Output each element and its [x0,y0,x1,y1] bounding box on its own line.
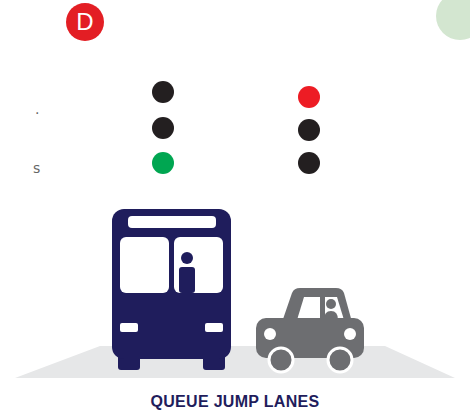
bus-signal [152,81,174,174]
car-window [325,297,344,320]
signal-lamp [298,152,320,174]
car-cabin [282,288,352,322]
road [15,346,455,378]
bus-sign [128,216,216,228]
bus-window [174,237,223,293]
bus-driver [179,267,195,293]
car-driver [326,299,336,309]
car [256,288,364,372]
bus-headlight [205,323,223,332]
car-headlight [264,328,276,340]
car-window [297,297,320,320]
bus [112,209,231,370]
signal-lamp [298,119,320,141]
signal-lamp [152,152,174,174]
signal-lamp [152,117,174,139]
car-wheel [328,348,352,372]
step-badge: D [66,3,104,41]
signal-lamp [152,81,174,103]
car-headlight [344,328,356,340]
bus-driver [181,252,193,264]
bus-headlight [120,323,138,332]
caption: QUEUE JUMP LANES [0,393,470,411]
badge-letter: D [76,10,93,34]
decor-circle [436,0,470,40]
text-fragment: . [35,101,39,117]
text-fragment: s [33,160,40,176]
bus-body [112,209,231,359]
car-signal [298,86,320,174]
car-wheel [269,348,293,372]
signal-lamp [298,86,320,108]
bus-window [120,237,169,293]
